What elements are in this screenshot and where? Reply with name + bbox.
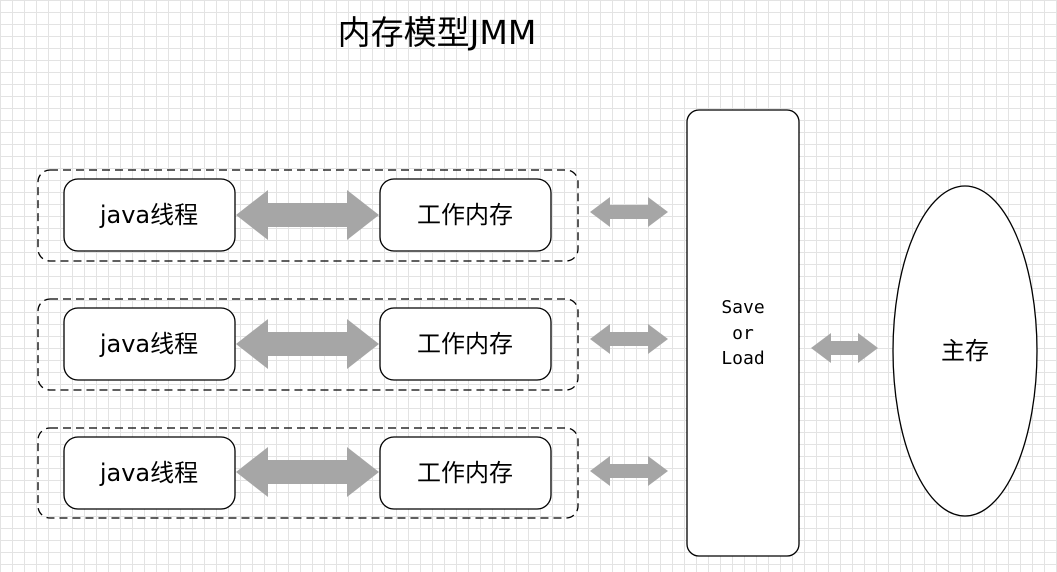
java-thread-label: java线程 [99, 459, 198, 487]
java-thread-box [63, 307, 236, 381]
main-memory-label: 主存 [941, 337, 989, 365]
group-container [37, 169, 579, 262]
saveload-mainmemory-arrow [811, 333, 878, 363]
group-saveload-arrow-1 [590, 197, 668, 227]
working-memory-box [379, 178, 552, 252]
working-memory-label: 工作内存 [417, 330, 513, 358]
thread-group-2: java线程 工作内存 [37, 298, 579, 391]
working-memory-label: 工作内存 [417, 201, 513, 229]
save-load-box [686, 109, 800, 557]
thread-group-1: java线程 工作内存 [37, 169, 579, 262]
working-memory-box [379, 307, 552, 381]
group-container [37, 427, 579, 519]
group-saveload-arrow-3 [590, 456, 668, 486]
java-thread-label: java线程 [99, 330, 198, 358]
java-thread-label: java线程 [99, 201, 198, 229]
thread-memory-arrow [236, 447, 379, 497]
save-load-line-1: Save [721, 297, 764, 318]
java-thread-box [63, 436, 236, 510]
working-memory-label: 工作内存 [417, 459, 513, 487]
group-saveload-arrow-2 [590, 324, 668, 354]
java-thread-box [63, 178, 236, 252]
working-memory-box [379, 436, 552, 510]
save-load-line-3: Load [721, 348, 764, 369]
main-memory-ellipse [892, 185, 1038, 517]
group-container [37, 298, 579, 391]
diagram-title: 内存模型JMM [338, 13, 537, 52]
thread-memory-arrow [236, 319, 379, 369]
save-load-line-2: or [732, 323, 754, 344]
thread-group-3: java线程 工作内存 [37, 427, 579, 519]
thread-memory-arrow [236, 190, 379, 240]
